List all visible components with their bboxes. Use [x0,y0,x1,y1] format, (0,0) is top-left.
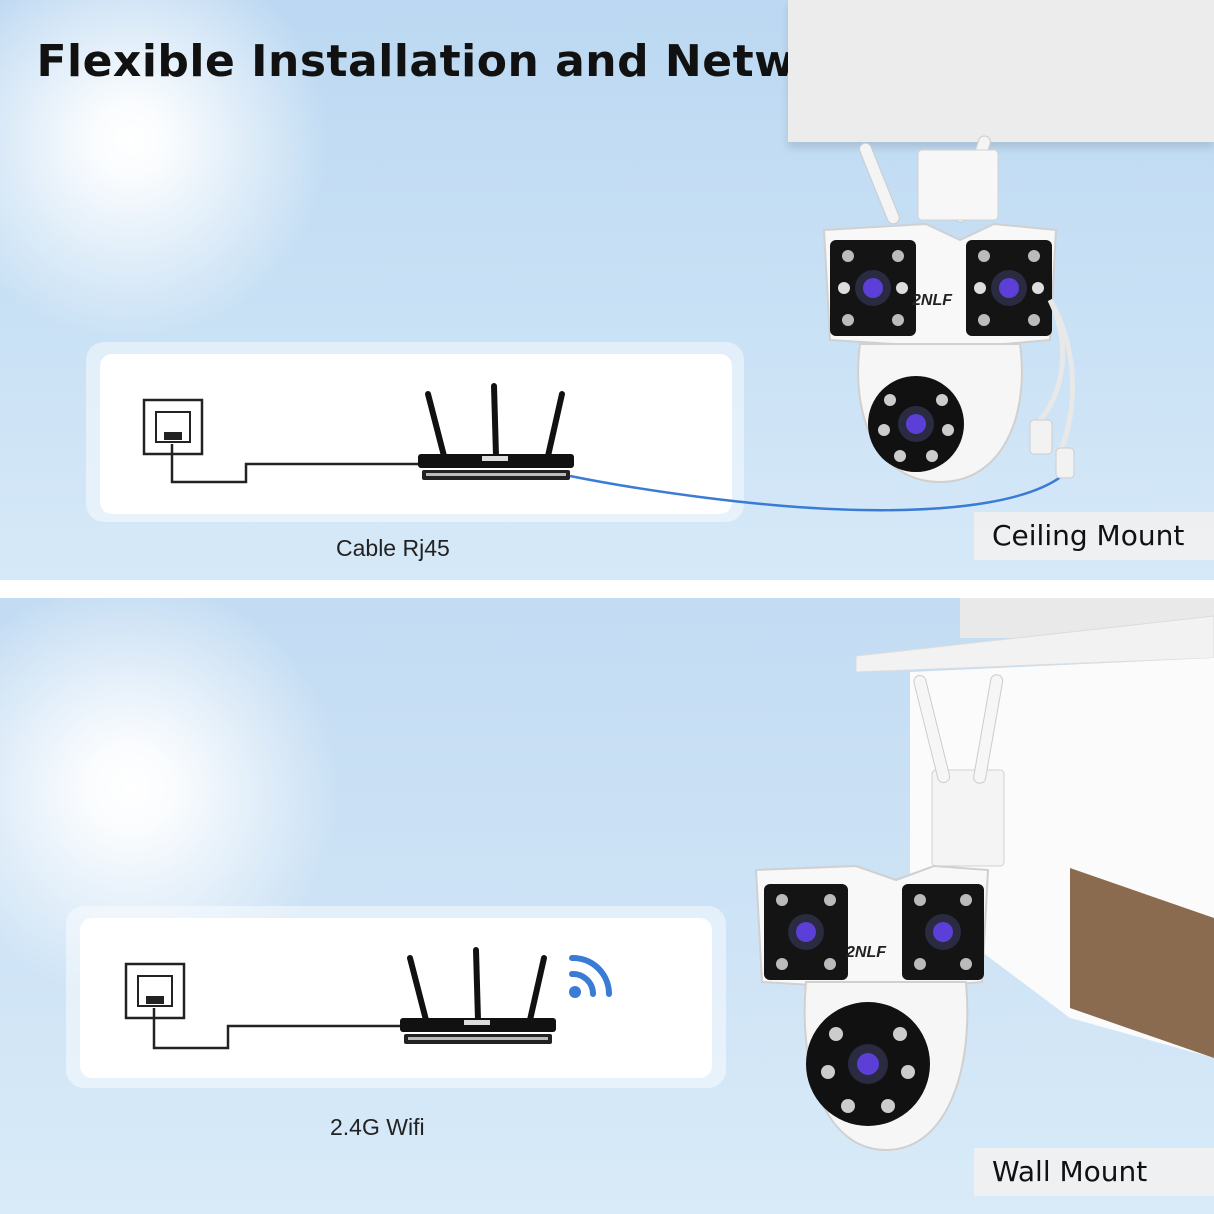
camera-dome [803,981,969,1152]
wireless-diagram-inner [80,918,712,1078]
ethernet-cable-line [170,444,1063,512]
wall-mount-label: Wall Mount [974,1148,1214,1196]
security-camera-icon [822,135,1075,484]
camera-logo: 2NLF [846,944,886,961]
panel-divider [0,580,1214,598]
wired-installation-panel: Flexible Installation and Network Connec… [0,0,1214,580]
house-eave [855,615,1214,1058]
camera-logo: 2NLF [912,292,952,309]
ceiling-mount-label: Ceiling Mount [974,512,1214,560]
router-icon [418,383,574,480]
ceiling-slab [788,0,1214,142]
security-camera-icon [754,674,1005,992]
wireless-installation-panel: 2.4G Wifi 2NLF Wall Mount [0,598,1214,1214]
wireless-caption: 2.4G Wifi [330,1114,425,1140]
router-icon [400,947,556,1044]
wireless-diagram-card [66,906,726,1088]
ethernet-cable-line [152,1008,402,1050]
wired-caption: Cable Rj45 [336,535,450,561]
wifi-signal-icon [569,954,612,998]
